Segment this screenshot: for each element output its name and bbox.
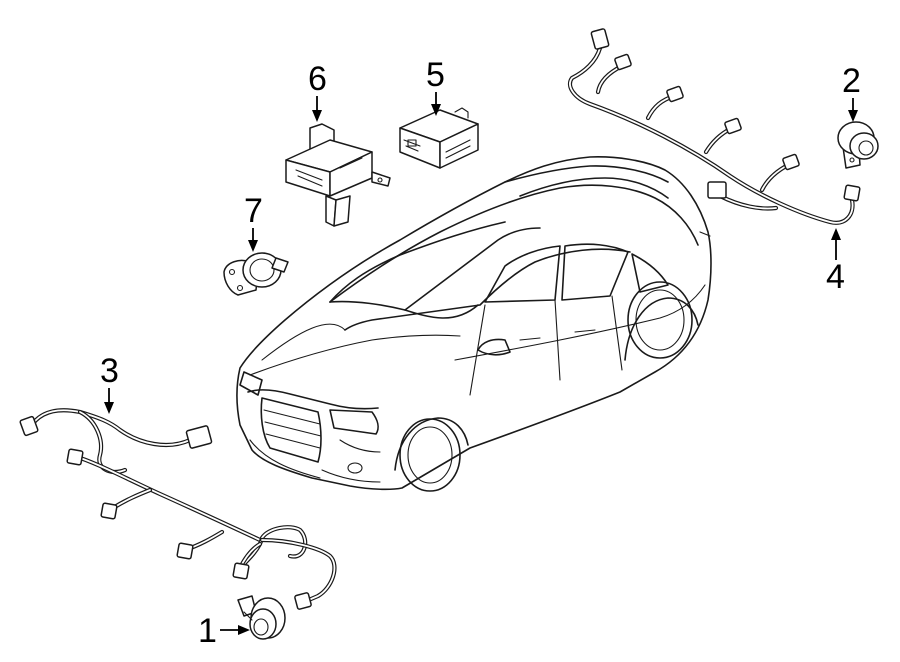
svg-text:7: 7 bbox=[244, 192, 263, 230]
svg-text:1: 1 bbox=[198, 612, 217, 650]
svg-text:2: 2 bbox=[842, 62, 861, 100]
part-7-parking-sensor bbox=[223, 252, 289, 296]
part-3-wiring-harness bbox=[19, 408, 337, 610]
svg-text:5: 5 bbox=[426, 56, 445, 94]
svg-text:4: 4 bbox=[826, 258, 845, 296]
callout-6: 6 bbox=[308, 60, 327, 122]
part-4-wiring-harness bbox=[567, 28, 861, 225]
callout-7: 7 bbox=[244, 192, 263, 252]
svg-text:3: 3 bbox=[100, 352, 119, 390]
part-6-module-bracket bbox=[285, 123, 391, 227]
part-2-parking-sensor bbox=[837, 121, 879, 169]
callout-4: 4 bbox=[826, 228, 845, 296]
vehicle-outline bbox=[236, 156, 712, 492]
part-1-parking-sensor bbox=[237, 595, 286, 640]
callout-1: 1 bbox=[198, 612, 250, 650]
part-5-control-module bbox=[399, 107, 479, 169]
callout-2: 2 bbox=[842, 62, 861, 122]
svg-text:6: 6 bbox=[308, 60, 327, 98]
callout-5: 5 bbox=[426, 56, 445, 116]
callout-3: 3 bbox=[100, 352, 119, 414]
